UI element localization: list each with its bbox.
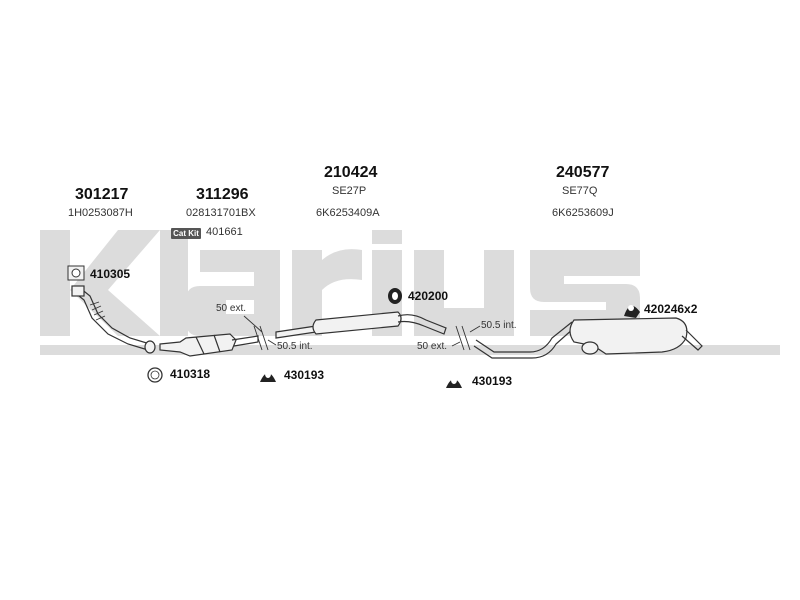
rubber-mount-right-icon xyxy=(446,376,462,388)
dimension-left-int: 50.5 int. xyxy=(277,341,313,352)
mount-left-number: 430193 xyxy=(284,368,325,382)
clamp-mid-icon xyxy=(388,288,402,304)
middle-silencer-drawing xyxy=(275,311,447,339)
rubber-mount-left-icon xyxy=(260,370,276,382)
cat-kit-badge: Cat Kit xyxy=(171,228,201,239)
dimension-left-ext: 50 ext. xyxy=(216,303,247,314)
catalyst-part-number: 311296 xyxy=(196,186,249,203)
gasket-top-number: 410305 xyxy=(90,267,131,281)
rubber-mount-rear-icon xyxy=(624,305,640,318)
middle-silencer-part-number: 210424 xyxy=(324,164,378,181)
dimension-right-ext: 50 ext. xyxy=(417,341,448,352)
rear-silencer-part-number: 240577 xyxy=(556,164,610,181)
middle-silencer-code: SE27P xyxy=(332,185,367,197)
cat-kit-number: 401661 xyxy=(206,226,243,238)
gasket-top-icon xyxy=(67,265,85,281)
mount-rear-number: 420246x2 xyxy=(644,302,698,316)
catalyst-ref: 028131701BX xyxy=(186,207,256,219)
joint-marker-left xyxy=(243,315,277,351)
clamp-mid-number: 420200 xyxy=(408,289,449,303)
rear-silencer-ref: 6K6253609J xyxy=(552,207,614,219)
front-pipe-ref: 1H0253087H xyxy=(68,207,133,219)
mount-right-number: 430193 xyxy=(472,374,513,388)
dimension-right-int: 50.5 int. xyxy=(481,320,517,331)
rear-silencer-code: SE77Q xyxy=(562,185,598,197)
rear-silencer-drawing xyxy=(473,317,703,359)
gasket-ring-icon xyxy=(147,367,163,383)
gasket-ring-number: 410318 xyxy=(170,367,211,381)
joint-marker-right xyxy=(451,325,481,351)
front-pipe-part-number: 301217 xyxy=(75,186,129,203)
front-pipe-drawing xyxy=(71,285,156,354)
middle-silencer-ref: 6K6253409A xyxy=(316,207,380,219)
